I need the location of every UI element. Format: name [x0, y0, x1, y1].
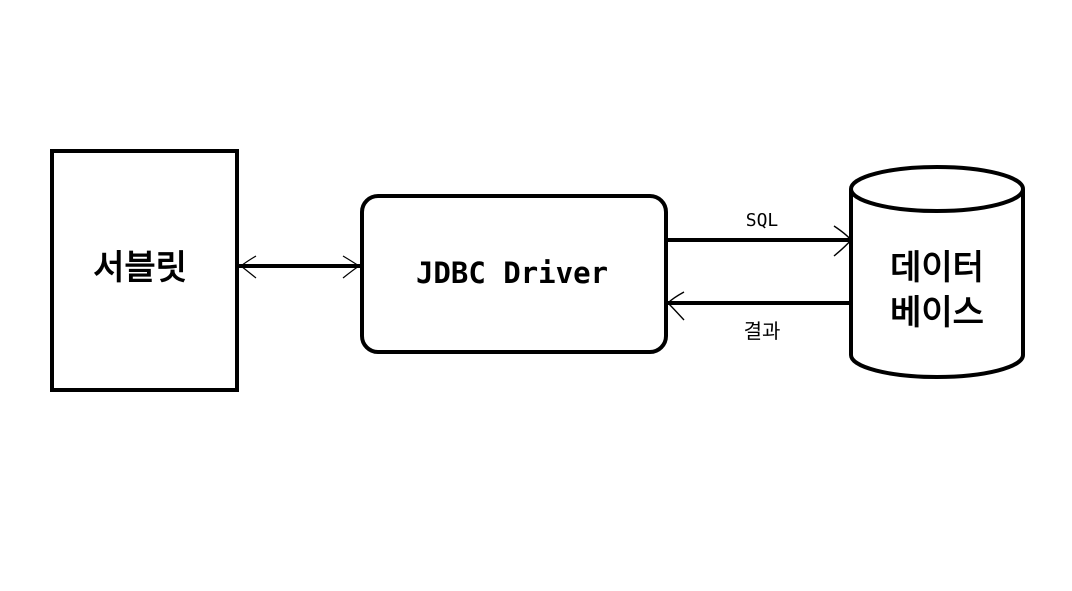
servlet-node: 서블릿 — [50, 149, 239, 392]
sql-label: SQL — [746, 210, 779, 231]
jdbc-driver-label: JDBC Driver — [416, 256, 608, 290]
database-cylinder-top — [849, 165, 1025, 213]
jdbc-driver-node: JDBC Driver — [360, 194, 668, 354]
servlet-label: 서블릿 — [93, 248, 187, 288]
result-arrowhead-icon — [667, 291, 685, 321]
arrowhead-right-icon — [342, 255, 361, 279]
sql-edge: SQL — [667, 210, 852, 257]
database-label-line2: 베이스 — [890, 293, 984, 333]
jdbc-driver-box — [360, 194, 668, 354]
database-label-line1: 데이터 — [890, 248, 984, 288]
arrowhead-left-icon — [240, 255, 257, 279]
result-edge: 결과 — [667, 291, 852, 343]
database-cylinder-body — [849, 189, 1025, 379]
servlet-driver-connector — [239, 255, 361, 279]
servlet-box — [50, 149, 239, 392]
result-label: 결과 — [744, 319, 781, 343]
database-node: 데이터 베이스 — [849, 165, 1025, 379]
